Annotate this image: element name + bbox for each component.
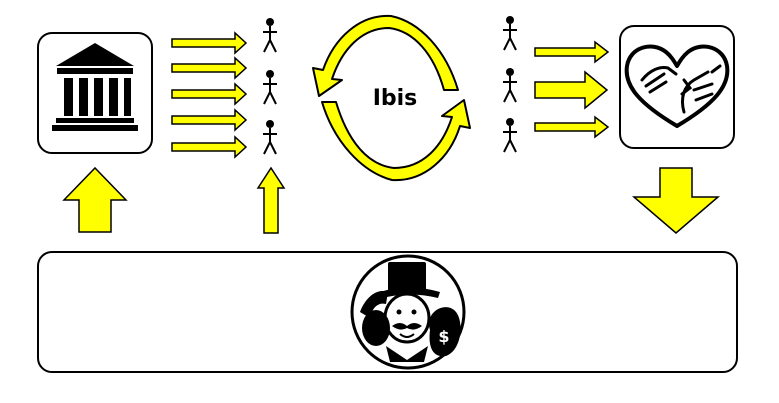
stick-figure-icon [503,16,517,51]
cycle-arrow-bottom [321,99,471,182]
down-arrow-right [631,167,721,234]
stick-figure-icon [263,120,277,155]
institution-to-people-arrows [171,31,248,159]
cycle-arrow-top [312,14,459,97]
svg-text:$: $ [438,327,449,346]
up-arrow-left [62,166,128,233]
wealth-box: $ [37,251,738,373]
stick-figure-icon [263,70,277,105]
cycle-arrows [312,14,471,182]
people-left [263,18,277,155]
flow-arrow-8 [534,115,610,139]
flow-arrow-6 [534,40,610,64]
flow-arrow-7 [534,70,609,110]
stick-figure-icon [503,118,517,153]
flow-arrow-5 [171,135,248,159]
flow-arrow-2 [171,56,248,80]
monopoly-man-money-icon: $ [350,254,466,370]
stick-figure-icon [263,18,277,53]
charity-box [619,25,735,149]
center-label: Ibis [372,86,418,111]
people-to-charity-arrows [534,40,610,139]
up-arrow-people [256,166,286,234]
people-right [503,16,517,153]
flow-arrow-1 [171,31,248,55]
flow-arrow-3 [171,82,248,106]
stick-figure-icon [503,68,517,103]
institution-box [37,32,153,154]
heart-hands-icon [624,44,730,128]
flow-arrow-4 [171,108,248,132]
institution-building-icon [52,43,138,131]
